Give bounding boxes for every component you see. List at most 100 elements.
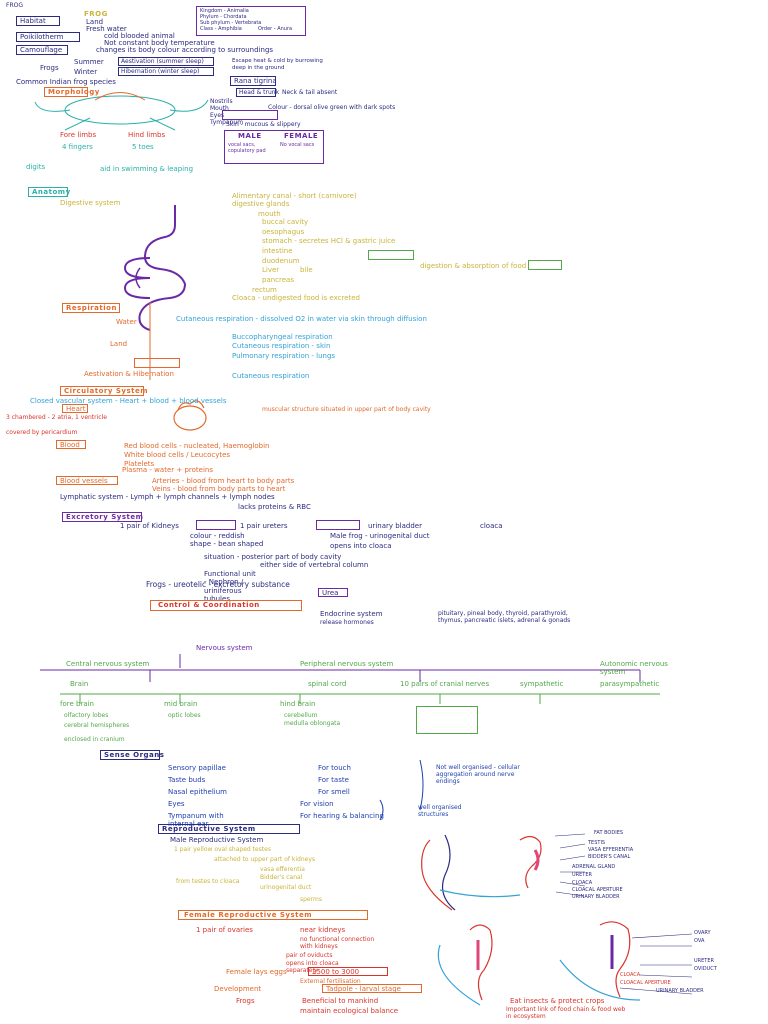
anatomy-bile: bile (300, 266, 313, 274)
mouth-text: Mouth (210, 105, 229, 112)
male-reproductive-sketch (421, 833, 586, 911)
forelimbs-label: Fore limbs (60, 131, 97, 139)
ctrl-nervous: Nervous system (196, 644, 253, 652)
ctrl-hormones: release hormones (320, 619, 374, 626)
rep-oviduct: pair of oviducts (286, 952, 333, 959)
ctrl-cerebellum: cerebellum (284, 712, 318, 719)
winter-label: Winter (74, 68, 98, 76)
resp-water-text: Cutaneous respiration - dissolved O2 in … (176, 315, 427, 323)
exc-urea-box (318, 588, 348, 597)
label-ova: OVA (694, 938, 705, 944)
footer-balance: maintain ecological balance (300, 1007, 399, 1015)
exc-cloaca: cloaca (480, 522, 503, 530)
ctrl-peripheral: Peripheral nervous system (300, 660, 394, 668)
ctrl-sympathetic: sympathetic (520, 680, 564, 688)
toes-text: 5 toes (132, 143, 154, 151)
resp-land: Land (110, 340, 128, 348)
camouflage-label-box (16, 45, 68, 55)
sense-papillae: Sensory papillae (168, 764, 226, 772)
species-name-box (230, 76, 276, 86)
rep-fertilisation: External fertilisation (300, 978, 361, 985)
resp-land3: Pulmonary respiration - lungs (232, 352, 336, 360)
label-adrenal: ADRENAL GLAND (572, 864, 616, 870)
rep-ovaries: 1 pair of ovaries (196, 926, 253, 934)
anatomy-box (368, 250, 414, 260)
female-reproductive-sketch (437, 921, 693, 1006)
exc-unit: Functional unit - Nephron / uriniferous … (204, 570, 256, 604)
resp-aest: Aestivation & Hibernation (84, 370, 174, 378)
sense-nasal-fn: For smell (318, 788, 350, 796)
anatomy-mouth: mouth (258, 210, 281, 218)
exc-female-frog: opens into cloaca (330, 542, 392, 550)
summer-label: Summer (74, 58, 104, 66)
circ-blood-box (56, 440, 86, 449)
tadpole-box (322, 984, 422, 993)
poikilotherm-item: Not constant body temperature (104, 39, 215, 47)
sense-group1: Not well organised - cellular aggregatio… (436, 764, 520, 786)
aestivation-box (118, 57, 214, 66)
alimentary-canal: Alimentary canal - short (carnivore) (232, 192, 357, 200)
ctrl-olfactory: olfactory lobes (64, 712, 109, 719)
rep-development: Development (214, 985, 262, 993)
sense-taste: Taste buds (168, 776, 206, 784)
circ-heart: Heart (66, 405, 86, 413)
circ-vessels-box (56, 476, 118, 485)
classification-box (196, 6, 306, 36)
morphology-title-box (44, 87, 88, 97)
rep-sperms: sperms (300, 896, 322, 903)
rep-vasa: vasa efferentia (260, 866, 305, 873)
label-oviduct: OVIDUCT (694, 966, 717, 972)
resp-aest-box (134, 358, 180, 368)
respiration-title: Respiration (66, 304, 117, 312)
nostril-text: Nostrils (210, 98, 233, 105)
label-testis: TESTIS (588, 840, 606, 846)
neck-tail-text: Neck & tail absent (282, 89, 338, 96)
ctrl-hind: hind brain (280, 700, 316, 708)
colour-text: Colour - dorsal olive green with dark sp… (268, 104, 396, 111)
hibernation-box (118, 67, 214, 76)
rep-near-kidneys: near kidneys (300, 926, 346, 934)
label-ureter2: URETER (694, 958, 714, 964)
circ-lymph: Lymphatic system - Lymph + lymph channel… (60, 493, 275, 501)
heart-sketch (173, 400, 207, 431)
anatomy-pancreas: pancreas (262, 276, 294, 284)
sense-taste-fn: For taste (318, 776, 349, 784)
habitat-label-box (16, 16, 60, 26)
camouflage-label: Camouflage (20, 46, 63, 54)
sense-title: Sense Organs (104, 751, 165, 759)
head-trunk-text: Head & trunk (239, 89, 280, 96)
exc-shape: shape - bean shaped (190, 540, 264, 548)
label-aperture2: CLOACAL APERTURE (620, 980, 671, 986)
aestivation-text: Aestivation (summer sleep) (121, 58, 204, 65)
egg-count-box (308, 967, 388, 976)
anatomy-title: Anatomy (32, 188, 71, 196)
anatomy-box (528, 260, 562, 270)
rep-tadpole: Tadpole - larval stage (326, 985, 401, 993)
exc-situation: situation - posterior part of body cavit… (204, 553, 342, 561)
anatomy-oesophagus: oesophagus (262, 228, 305, 236)
anatomy-duodenum: duodenum (262, 257, 300, 265)
female-title-box (178, 910, 368, 920)
section-brackets (40, 302, 660, 821)
label-bidder: BIDDER'S CANAL (588, 854, 631, 860)
subphylum-text: Sub phylum - Vertebrata (200, 20, 262, 26)
footer-eat: Eat insects & protect crops (510, 997, 605, 1005)
morphology-title: Morphology (48, 88, 100, 96)
frog-sketch (34, 92, 209, 131)
anatomy-buccal: buccal cavity (262, 218, 309, 226)
exc-urea: Urea (322, 589, 339, 597)
fingers-text: 4 fingers (62, 143, 93, 151)
anatomy-rectum: rectum (252, 286, 277, 294)
frog-subheading: FROG (84, 10, 108, 18)
anatomy-stomach: stomach - secretes HCl & gastric juice (262, 237, 396, 245)
sense-group2: well organised structures (418, 804, 462, 819)
poikilotherm-label-box (16, 32, 80, 42)
hindlimbs-label: Hind limbs (128, 131, 166, 139)
ctrl-parasympathetic: parasympathetic (600, 680, 660, 688)
habitat-item: Land (86, 18, 104, 26)
digits-text: digits (26, 163, 46, 171)
ctrl-optic: optic lobes (168, 712, 201, 719)
exc-ureter-box (316, 520, 360, 530)
rep-attached: attached to upper part of kidneys (214, 856, 316, 863)
label-vasa: VASA EFFERENTIA (588, 847, 634, 853)
